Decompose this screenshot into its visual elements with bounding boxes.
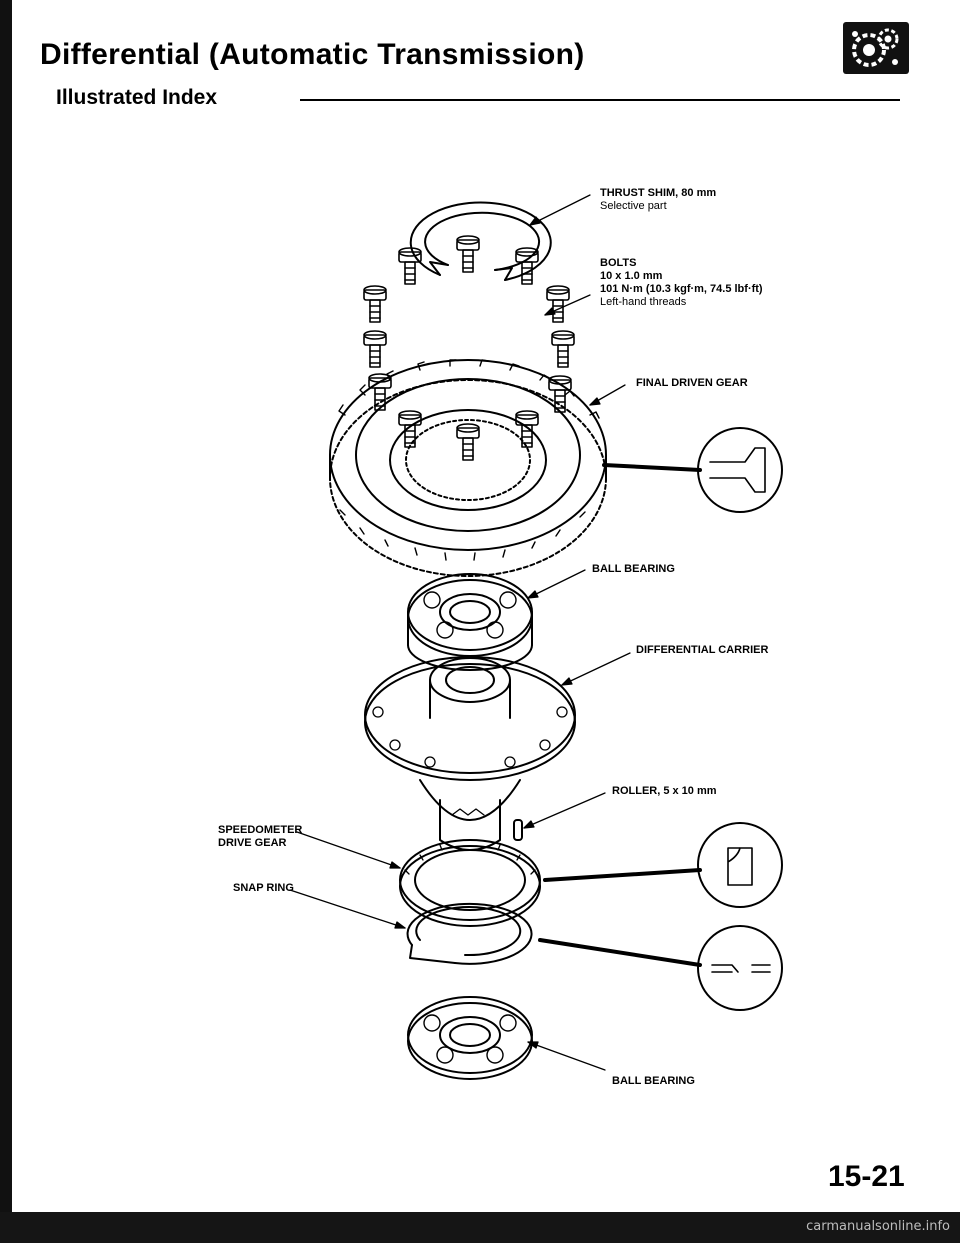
bolts-label: BOLTS 10 x 1.0 mm 101 N·m (10.3 kgf·m, 7… — [600, 257, 763, 308]
ball-bearing-top-part — [407, 573, 533, 671]
ball-bearing-bottom-label: BALL BEARING — [612, 1075, 695, 1087]
ball-bearing-bottom-part — [407, 996, 533, 1080]
binding-edge — [0, 0, 12, 1243]
leader-lines — [289, 194, 631, 1071]
section-subtitle: Illustrated Index — [56, 86, 218, 109]
subtitle-rule — [300, 99, 900, 101]
roller-part — [513, 819, 523, 841]
roller-detail-callout — [543, 822, 783, 908]
footer-band — [0, 1212, 960, 1243]
page-number: 15-21 — [828, 1160, 905, 1193]
site-watermark: carmanualsonline.info — [806, 1219, 950, 1234]
differential-gear-icon — [843, 22, 909, 74]
differential-carrier-part — [364, 656, 576, 851]
speedometer-drive-gear-part — [399, 839, 541, 927]
snap-ring-part — [406, 902, 533, 965]
final-driven-gear-label: FINAL DRIVEN GEAR — [636, 377, 748, 389]
snap-ring-label: SNAP RING — [233, 882, 294, 894]
differential-carrier-label: DIFFERENTIAL CARRIER — [636, 644, 769, 656]
speedometer-drive-gear-label: SPEEDOMETER DRIVE GEAR — [218, 824, 303, 849]
bolt-set — [363, 235, 575, 461]
roller-label: ROLLER, 5 x 10 mm — [612, 785, 717, 797]
final-driven-gear-part — [329, 359, 607, 577]
page-title: Differential (Automatic Transmission) — [40, 38, 585, 71]
thrust-shim-label: THRUST SHIM, 80 mm Selective part — [600, 187, 717, 212]
snap-ring-detail-callout — [538, 925, 783, 1011]
ball-bearing-top-label: BALL BEARING — [592, 563, 675, 575]
tooth-detail-callout — [602, 427, 783, 513]
